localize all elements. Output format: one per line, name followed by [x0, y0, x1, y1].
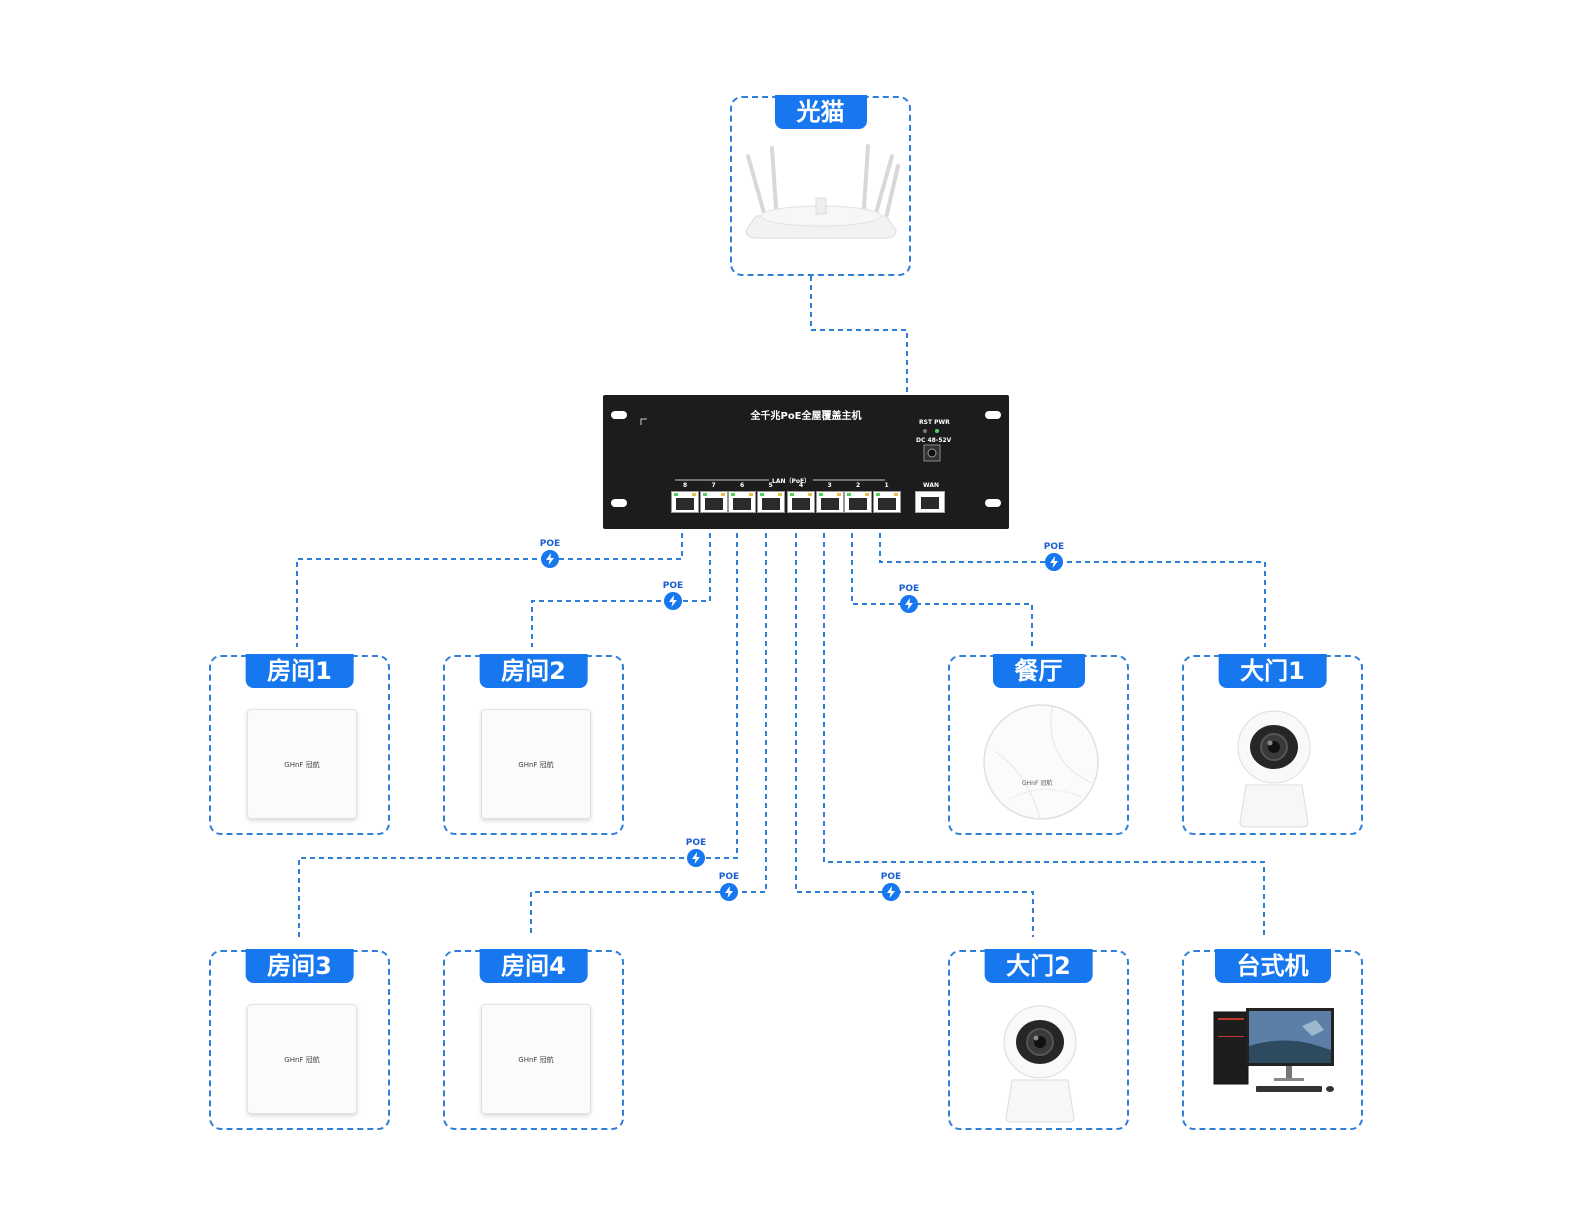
port-number: 7 [711, 482, 716, 489]
port-number: 2 [856, 482, 861, 489]
ap-brand: GHnF 冠航 [518, 761, 554, 769]
node-room3: 房间3 GHnF 冠航 [209, 949, 390, 1130]
ap-brand: GHnF 冠航 [284, 1056, 320, 1064]
wire-dining [851, 524, 1033, 647]
wall-ap-icon: GHnF 冠航 [247, 709, 357, 819]
lightning-icon [882, 883, 900, 901]
poe-badge: POE [709, 872, 749, 901]
poe-label: POE [539, 539, 561, 549]
lan-port [699, 491, 728, 513]
port-number: 6 [740, 482, 745, 489]
lan-port [756, 491, 785, 513]
node-label: 台式机 [1214, 949, 1331, 983]
node-label: 大门1 [1218, 654, 1327, 688]
node-room4: 房间4 GHnF 冠航 [443, 949, 624, 1130]
wire-gate2 [795, 524, 1034, 937]
poe-badge: POE [889, 584, 929, 613]
switch-title: 全千兆PoE全屋覆盖主机 [750, 411, 862, 422]
ap-brand: GHnF 冠航 [284, 761, 320, 769]
node-label: 房间3 [245, 949, 354, 983]
node-label: 房间1 [245, 654, 354, 688]
ap-brand: GHnF 冠航 [1022, 780, 1053, 787]
wire-gate1 [879, 524, 1266, 647]
lan-port [728, 491, 756, 513]
port-number: 1 [884, 482, 889, 489]
poe-label: POE [898, 584, 920, 594]
poe-label: POE [718, 872, 740, 882]
lan-port [815, 491, 844, 513]
lightning-icon [720, 883, 738, 901]
poe-badge: POE [653, 581, 693, 610]
wall-ap-icon: GHnF 冠航 [247, 1004, 357, 1114]
camera-icon [1237, 710, 1311, 828]
rst-pwr-label: RST PWR [919, 419, 950, 426]
node-gate2: 大门2 [948, 949, 1129, 1130]
lightning-icon [664, 592, 682, 610]
node-modem: 光猫 [730, 95, 911, 276]
node-label: 房间4 [479, 949, 588, 983]
port-number: 8 [683, 482, 688, 489]
poe-switch: 全千兆PoE全屋覆盖主机 RST PWR DC 48-52V LAN（PoE） … [603, 395, 1009, 529]
lan-port [787, 491, 815, 513]
wire-room1 [296, 524, 683, 647]
desktop-computer-icon [1213, 1008, 1334, 1092]
lan-label: LAN（PoE） [769, 476, 814, 485]
node-dining: 餐厅 GHnF 冠航 [948, 654, 1129, 835]
mounting-holes [611, 411, 1001, 507]
node-label: 光猫 [774, 95, 867, 129]
wall-ap-icon: GHnF 冠航 [481, 709, 591, 819]
node-desktop: 台式机 [1182, 949, 1363, 1130]
node-label: 房间2 [479, 654, 588, 688]
poe-badge: POE [676, 838, 716, 867]
port-number: 3 [827, 482, 832, 489]
lightning-icon [1045, 553, 1063, 571]
lan-port [844, 491, 872, 513]
wire-room3 [298, 524, 738, 937]
wall-ap-icon: GHnF 冠航 [481, 1004, 591, 1114]
ap-brand: GHnF 冠航 [518, 1056, 554, 1064]
node-label: 大门2 [984, 949, 1093, 983]
port-number: 4 [799, 482, 804, 489]
poe-badge: POE [871, 872, 911, 901]
poe-badge: POE [530, 539, 570, 568]
wire-desktop [823, 524, 1265, 937]
poe-label: POE [1043, 542, 1065, 552]
lightning-icon [900, 595, 918, 613]
lan-port [872, 491, 901, 513]
lightning-icon [541, 550, 559, 568]
poe-label: POE [662, 581, 684, 591]
wire-room4 [530, 524, 767, 937]
router-icon [745, 144, 900, 239]
dc-label: DC 48-52V [916, 437, 952, 444]
lan-port [671, 491, 699, 513]
port-number: 5 [768, 482, 773, 489]
ceiling-ap-icon [983, 704, 1099, 820]
node-gate1: 大门1 [1182, 654, 1363, 835]
wire-room2 [531, 524, 711, 647]
poe-badge: POE [1034, 542, 1074, 571]
wan-label: WAN [923, 482, 940, 489]
wan-port [915, 491, 945, 513]
lightning-icon [687, 849, 705, 867]
node-room1: 房间1 GHnF 冠航 [209, 654, 390, 835]
node-room2: 房间2 GHnF 冠航 [443, 654, 624, 835]
camera-icon [1003, 1005, 1077, 1123]
poe-label: POE [880, 872, 902, 882]
poe-label: POE [685, 838, 707, 848]
node-label: 餐厅 [992, 654, 1085, 688]
